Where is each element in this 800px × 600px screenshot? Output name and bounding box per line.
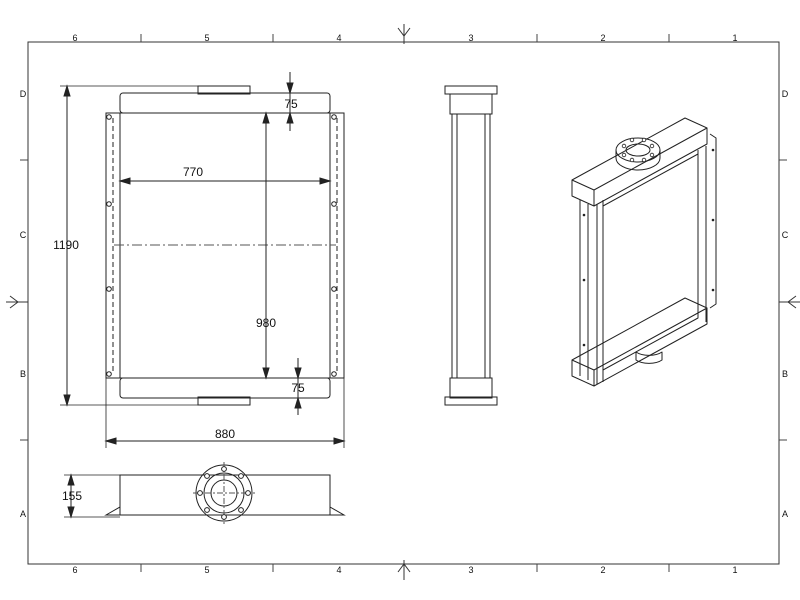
frame-col-label-top: 4 (336, 33, 341, 43)
frame-col-label-top: 2 (600, 33, 605, 43)
dimension-core-width (118, 177, 332, 185)
dimension-label-core-width: 770 (183, 165, 203, 179)
frame-col-label-top: 5 (204, 33, 209, 43)
top-zone-ticks (140, 34, 670, 42)
dimension-label-depth: 155 (62, 489, 82, 503)
dimension-overall-width (104, 378, 346, 448)
dimension-top-offset (286, 72, 294, 131)
dimension-label-top-offset: 75 (284, 97, 298, 111)
frame-col-label-top: 6 (72, 33, 77, 43)
frame-row-label-left: B (20, 369, 26, 379)
top-view-flange-bolt-holes (197, 466, 251, 520)
frame-col-label-bottom: 6 (72, 565, 77, 575)
bottom-zone-ticks (140, 564, 670, 572)
isometric-view (571, 117, 717, 387)
frame-row-label-left: C (20, 230, 27, 240)
isometric-flange-bolts (621, 137, 655, 163)
dimension-label-overall-height: 1190 (53, 238, 79, 252)
frame-col-label-bottom: 3 (468, 565, 473, 575)
frame-row-label-right: D (782, 89, 789, 99)
front-view-bolt-holes (106, 114, 337, 377)
side-view (444, 85, 498, 406)
front-view (105, 85, 345, 406)
frame-row-label-right: A (782, 509, 788, 519)
frame-col-label-top: 1 (732, 33, 737, 43)
frame-col-label-top: 3 (468, 33, 473, 43)
dimension-core-height (262, 111, 270, 380)
frame-col-label-bottom: 5 (204, 565, 209, 575)
sheet-border (27, 41, 780, 565)
frame-row-label-left: D (20, 89, 27, 99)
dimension-label-bottom-offset: 75 (291, 381, 305, 395)
side-zone-ticks (20, 159, 787, 441)
frame-row-label-left: A (20, 509, 26, 519)
frame-row-label-right: B (782, 369, 788, 379)
frame-row-label-right: C (782, 230, 789, 240)
dimension-label-core-height: 980 (256, 316, 276, 330)
dimension-label-overall-width: 880 (215, 427, 235, 441)
centering-marks (6, 24, 800, 580)
isometric-side-holes (582, 148, 715, 347)
frame-col-label-bottom: 1 (732, 565, 737, 575)
frame-col-label-bottom: 2 (600, 565, 605, 575)
dimension-bottom-offset (294, 358, 302, 415)
frame-col-label-bottom: 4 (336, 565, 341, 575)
dimension-depth (64, 473, 120, 519)
dimension-overall-height (60, 84, 198, 407)
